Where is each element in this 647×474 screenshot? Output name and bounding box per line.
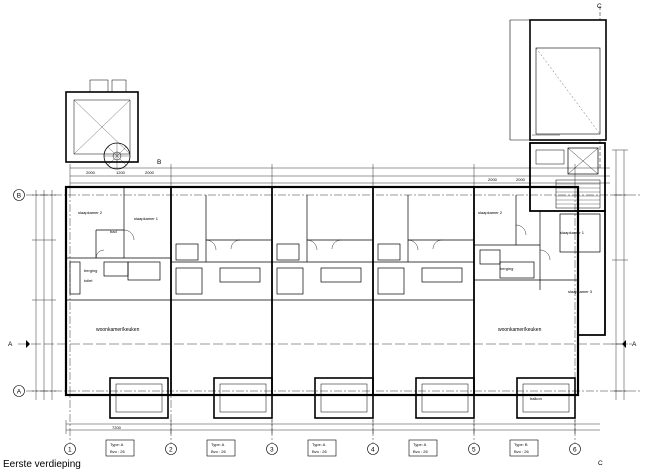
bvo-label-5: Bvo : 26 <box>514 449 529 454</box>
bvo-label-4: Bvo : 26 <box>413 449 428 454</box>
section-mark-c-bottom: C <box>598 460 603 467</box>
grid-label-b: B <box>17 193 21 200</box>
section-mark-b-top: B <box>157 159 161 166</box>
balconies <box>109 377 576 419</box>
type-label-5: Type: B <box>514 442 528 447</box>
room-slaapkamer-1-unit1: slaapkamer 1 <box>134 216 159 221</box>
dim-top-2: 1200 <box>116 170 126 175</box>
annex-block-c <box>509 6 607 170</box>
row-grid-lines <box>26 194 640 392</box>
dim-bottom-bay: 7200 <box>112 425 122 430</box>
bottom-dimension-lines <box>65 420 600 434</box>
dim-top-5: 2000 <box>516 177 526 182</box>
room-balkon-unit5: balkon <box>530 396 542 401</box>
room-bad-unit1: bad <box>110 229 117 234</box>
bvo-label-3: Bvo : 26 <box>312 449 327 454</box>
room-slaapkamer-1-unit5: slaapkamer 1 <box>560 230 585 235</box>
room-woonkamer-unit1: woonkamer/keuken <box>96 327 140 333</box>
type-label-3: Type: A <box>312 442 326 447</box>
bvo-label-1: Bvo : 26 <box>110 449 125 454</box>
section-mark-c-top: C <box>597 3 602 10</box>
room-slaapkamer-2-unit5: slaapkamer 2 <box>478 210 503 215</box>
grid-label-2: 2 <box>169 447 173 454</box>
section-mark-a-left: A <box>8 341 13 348</box>
drawing-caption: Eerste verdieping <box>3 459 81 470</box>
right-dimension-lines <box>612 149 628 400</box>
grid-bubble-a <box>13 385 25 397</box>
type-label-2: Type: A <box>211 442 225 447</box>
grid-label-4: 4 <box>371 447 375 454</box>
grid-label-6: 6 <box>573 447 577 454</box>
column-grid-lines <box>69 190 576 443</box>
unit-interiors <box>66 187 601 301</box>
dim-top-4: 2000 <box>488 177 498 182</box>
section-mark-a-right: A <box>632 341 637 348</box>
grid-label-5: 5 <box>472 447 476 454</box>
room-slaapkamer-3-unit5: slaapkamer 3 <box>568 289 593 294</box>
room-slaapkamer-2-unit1: slaapkamer 2 <box>78 210 103 215</box>
bvo-label-2: Bvo : 26 <box>211 449 226 454</box>
grid-bubble-b <box>13 189 25 201</box>
column-bubbles <box>64 443 581 455</box>
type-label-1: Type: A <box>110 442 124 447</box>
grid-label-1: 1 <box>68 447 72 454</box>
type-label-4: Type: A <box>413 442 427 447</box>
grid-label-a: A <box>17 389 22 396</box>
room-berging-unit1: berging <box>84 268 97 273</box>
type-boxes <box>105 439 539 457</box>
grid-label-3: 3 <box>270 447 274 454</box>
room-berging-unit5: berging <box>500 266 513 271</box>
room-woonkamer-unit5: woonkamer/keuken <box>498 327 542 333</box>
room-toilet-unit1: toilet <box>84 278 93 283</box>
section-arrow-left <box>26 340 30 348</box>
stair-tower <box>65 79 139 170</box>
left-dimension-lines <box>32 190 56 400</box>
top-dimension-lines <box>69 164 610 190</box>
dim-top-3: 2000 <box>145 170 155 175</box>
dim-top-1: 2000 <box>86 170 96 175</box>
